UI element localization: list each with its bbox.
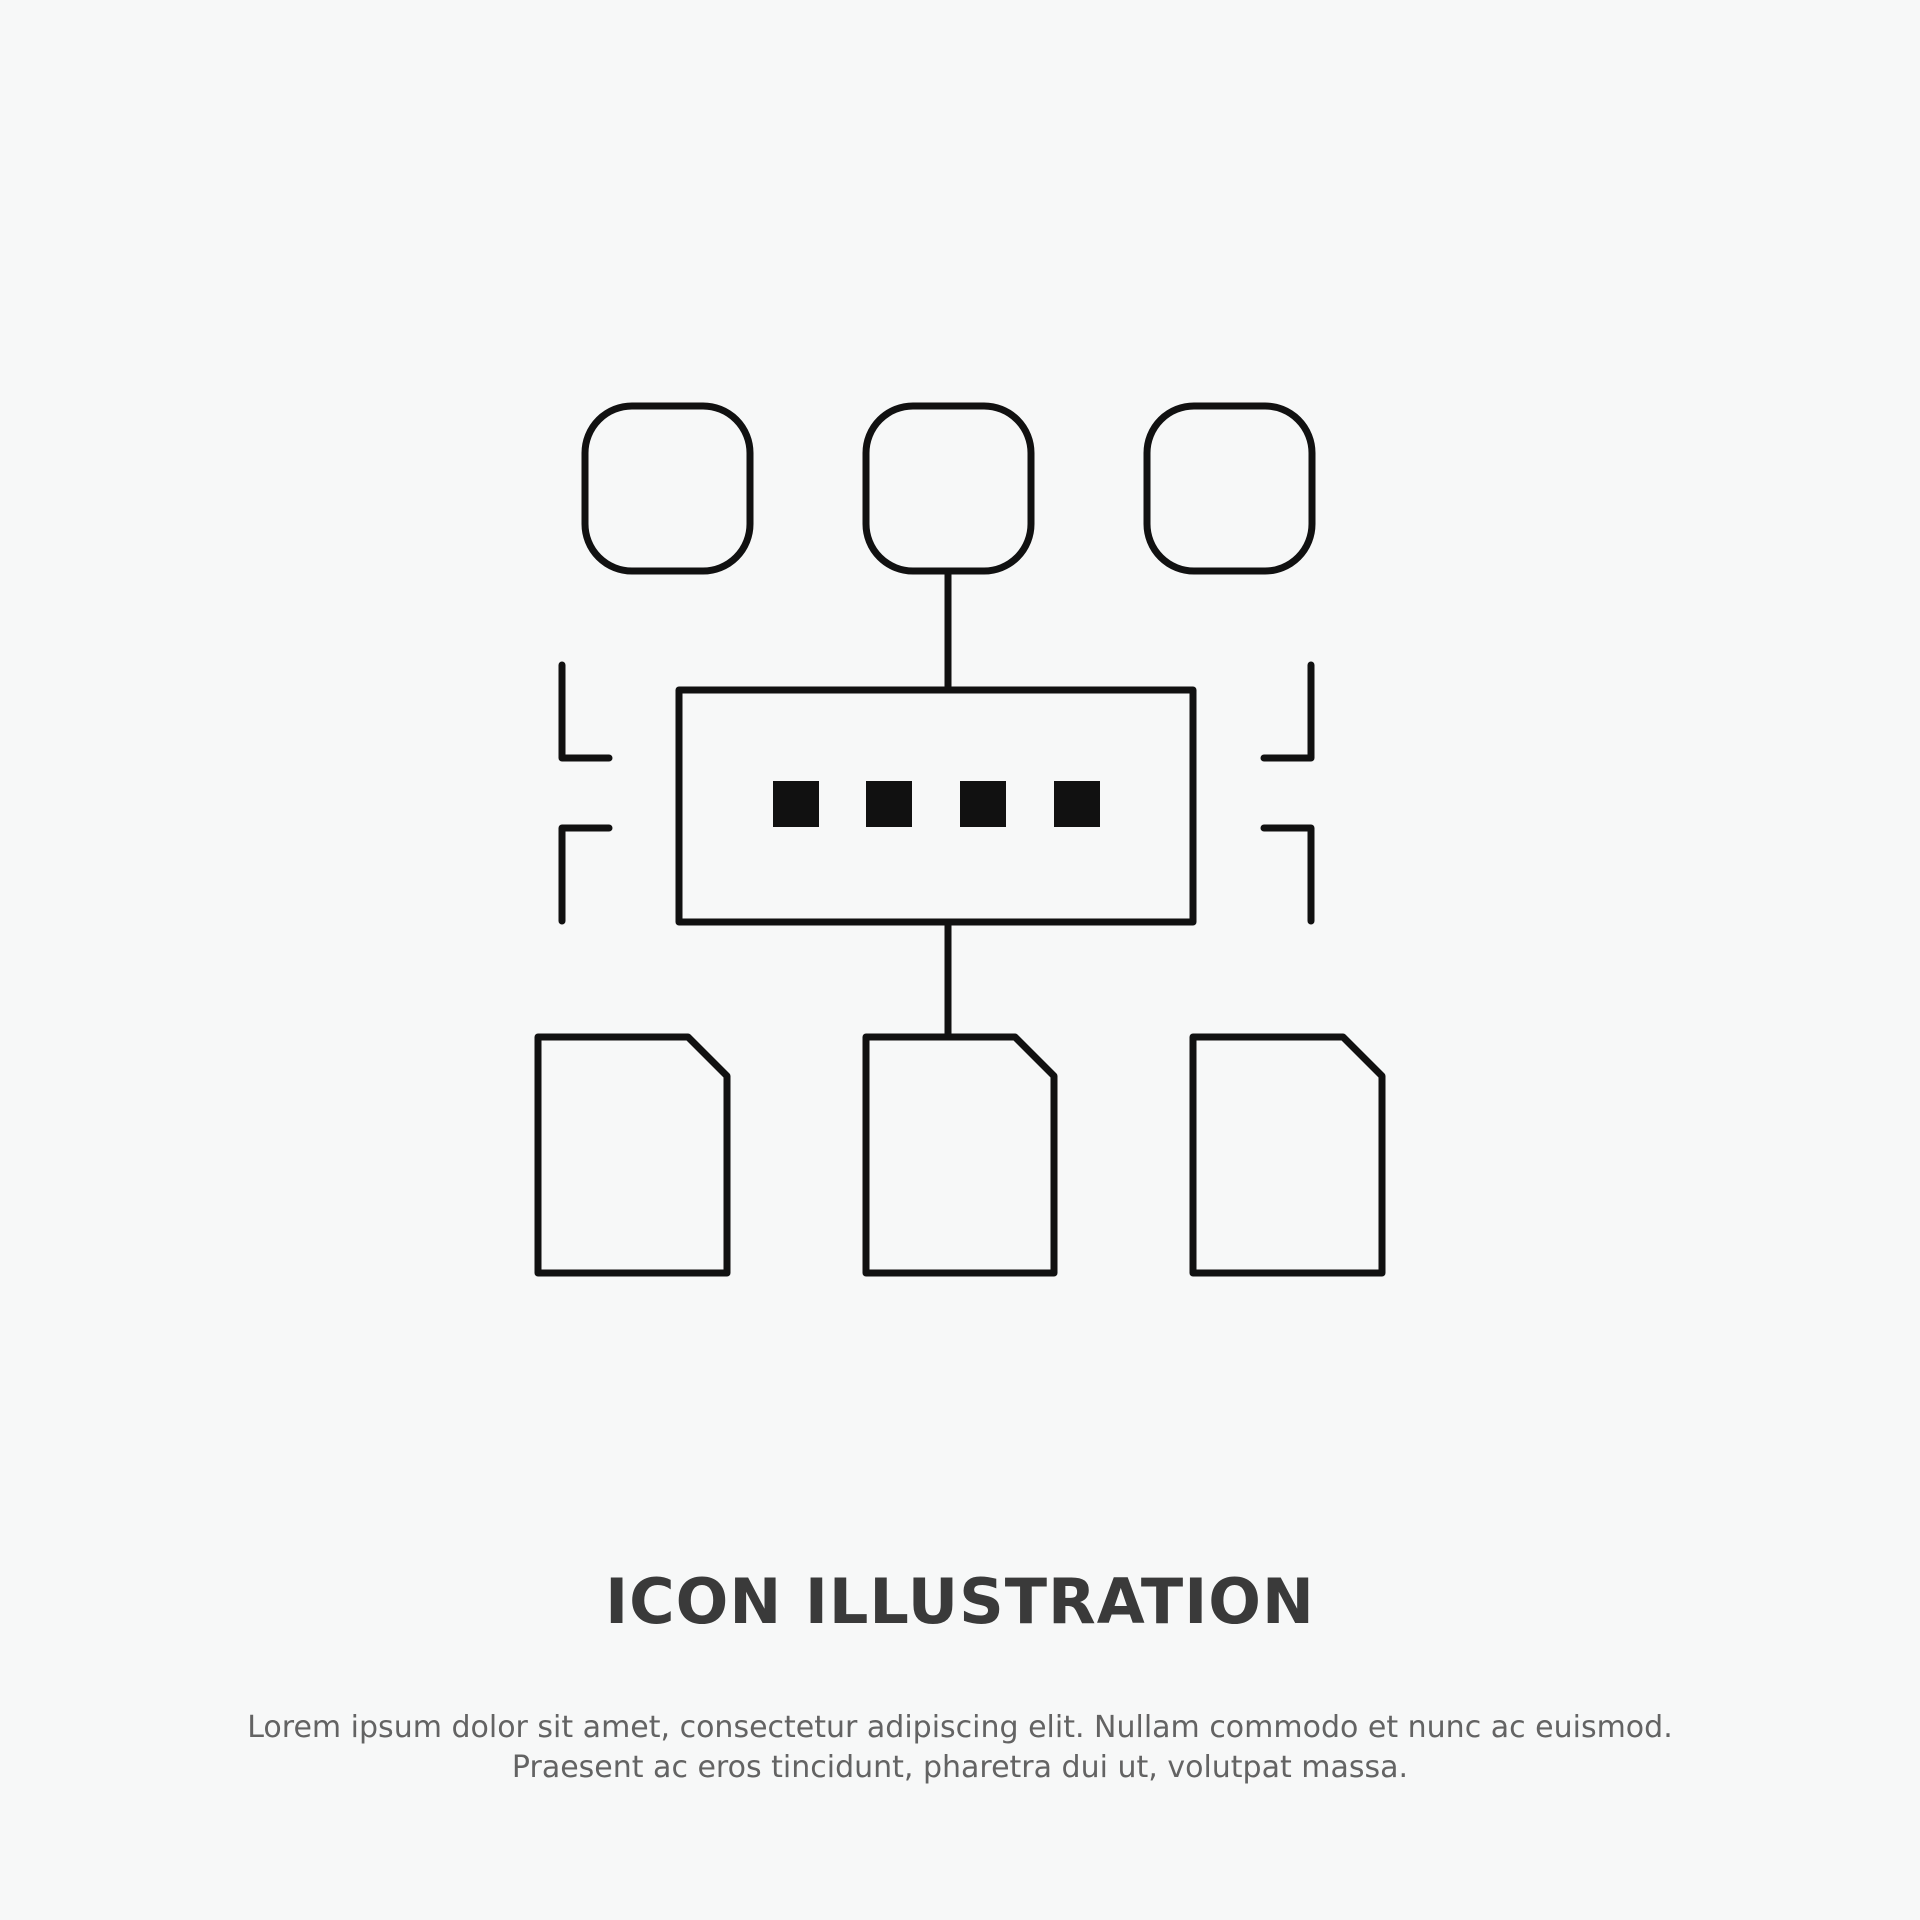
caption: Lorem ipsum dolor sit amet, consectetur …	[0, 1708, 1920, 1788]
right-upper-bracket-icon	[1260, 661, 1315, 762]
top-center-node-icon	[862, 402, 1035, 575]
bottom-right-document-icon	[1189, 1033, 1386, 1277]
page-title: ICON ILLUSTRATION	[605, 1565, 1315, 1638]
process-box	[675, 686, 1197, 926]
top-left-node-icon	[581, 402, 754, 575]
top-right-node-icon	[1143, 402, 1316, 575]
left-upper-bracket-icon	[558, 661, 613, 762]
caption-line-2: Praesent ac eros tincidunt, pharetra dui…	[511, 1750, 1409, 1785]
bottom-left-document-icon	[534, 1033, 731, 1277]
left-lower-bracket-icon	[558, 824, 613, 925]
caption-line-1: Lorem ipsum dolor sit amet, consectetur …	[247, 1710, 1673, 1745]
process-dots-icon	[773, 781, 1100, 827]
bottom-center-document-icon	[862, 1033, 1058, 1277]
right-lower-bracket-icon	[1260, 824, 1315, 925]
